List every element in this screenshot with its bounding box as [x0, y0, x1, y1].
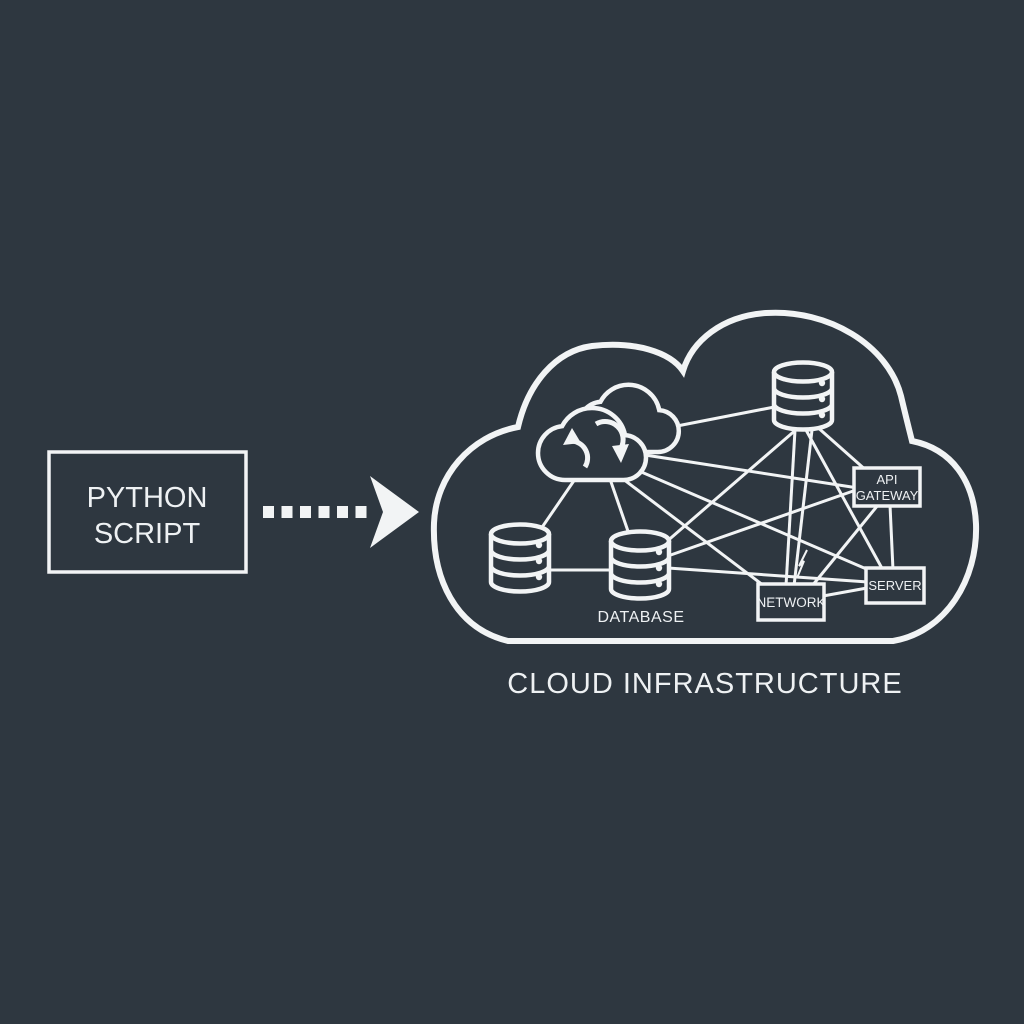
connection-line [649, 426, 799, 558]
dashed-arrow-right-icon [263, 476, 419, 548]
cloud-outline [430, 309, 980, 644]
connection-line [810, 504, 880, 587]
python-script-label-line2: SCRIPT [94, 518, 201, 550]
connection-line [601, 453, 879, 576]
server-label: SERVER [868, 578, 921, 593]
python-script-box [47, 450, 248, 574]
connection-line [888, 504, 895, 571]
api-gateway-label-line2: GATEWAY [856, 488, 919, 503]
database-label: DATABASE [598, 609, 685, 626]
database-cylinder-icon-main [611, 532, 669, 599]
sync-arrow-down-head [612, 444, 629, 463]
network-box [756, 582, 826, 622]
network-node: NETWORK [756, 582, 826, 622]
database-cylinder-icon-top [774, 363, 832, 430]
connection-line [804, 429, 886, 573]
connection-line [784, 429, 797, 587]
connection-line [664, 488, 857, 559]
database-cylinder-icon-left [491, 525, 549, 592]
api-gateway-label-line1: API [877, 472, 898, 487]
api-gateway-node: API GATEWAY [852, 466, 922, 508]
sync-arrow-down [594, 419, 626, 450]
network-label: NETWORK [757, 595, 826, 610]
cloud-sync-icon [535, 382, 682, 483]
server-node: SERVER [864, 566, 926, 605]
connection-line [822, 586, 868, 598]
spark-mark [796, 549, 808, 579]
python-script-label-line1: PYTHON [87, 482, 208, 514]
python-script-node: PYTHON SCRIPT [47, 450, 248, 574]
connection-line [814, 423, 869, 474]
dashed-arrow-head [370, 476, 419, 548]
cloud-caption: CLOUD INFRASTRUCTURE [507, 668, 902, 700]
api-gateway-box [852, 466, 922, 508]
server-box [864, 566, 926, 605]
sync-arrow-up-head [563, 428, 581, 445]
connection-line [667, 566, 869, 584]
